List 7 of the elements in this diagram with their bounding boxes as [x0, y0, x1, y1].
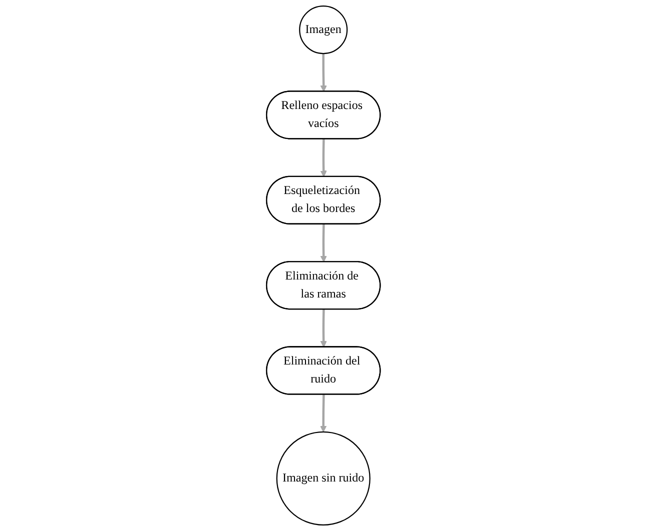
- node-circle: Imagen: [298, 5, 348, 54]
- arrow: [320, 224, 327, 262]
- arrow: [320, 139, 327, 178]
- arrow: [320, 394, 326, 432]
- arrow: [320, 309, 327, 348]
- arrow: [320, 54, 327, 92]
- node-circle: Imagen sin ruido: [276, 431, 370, 526]
